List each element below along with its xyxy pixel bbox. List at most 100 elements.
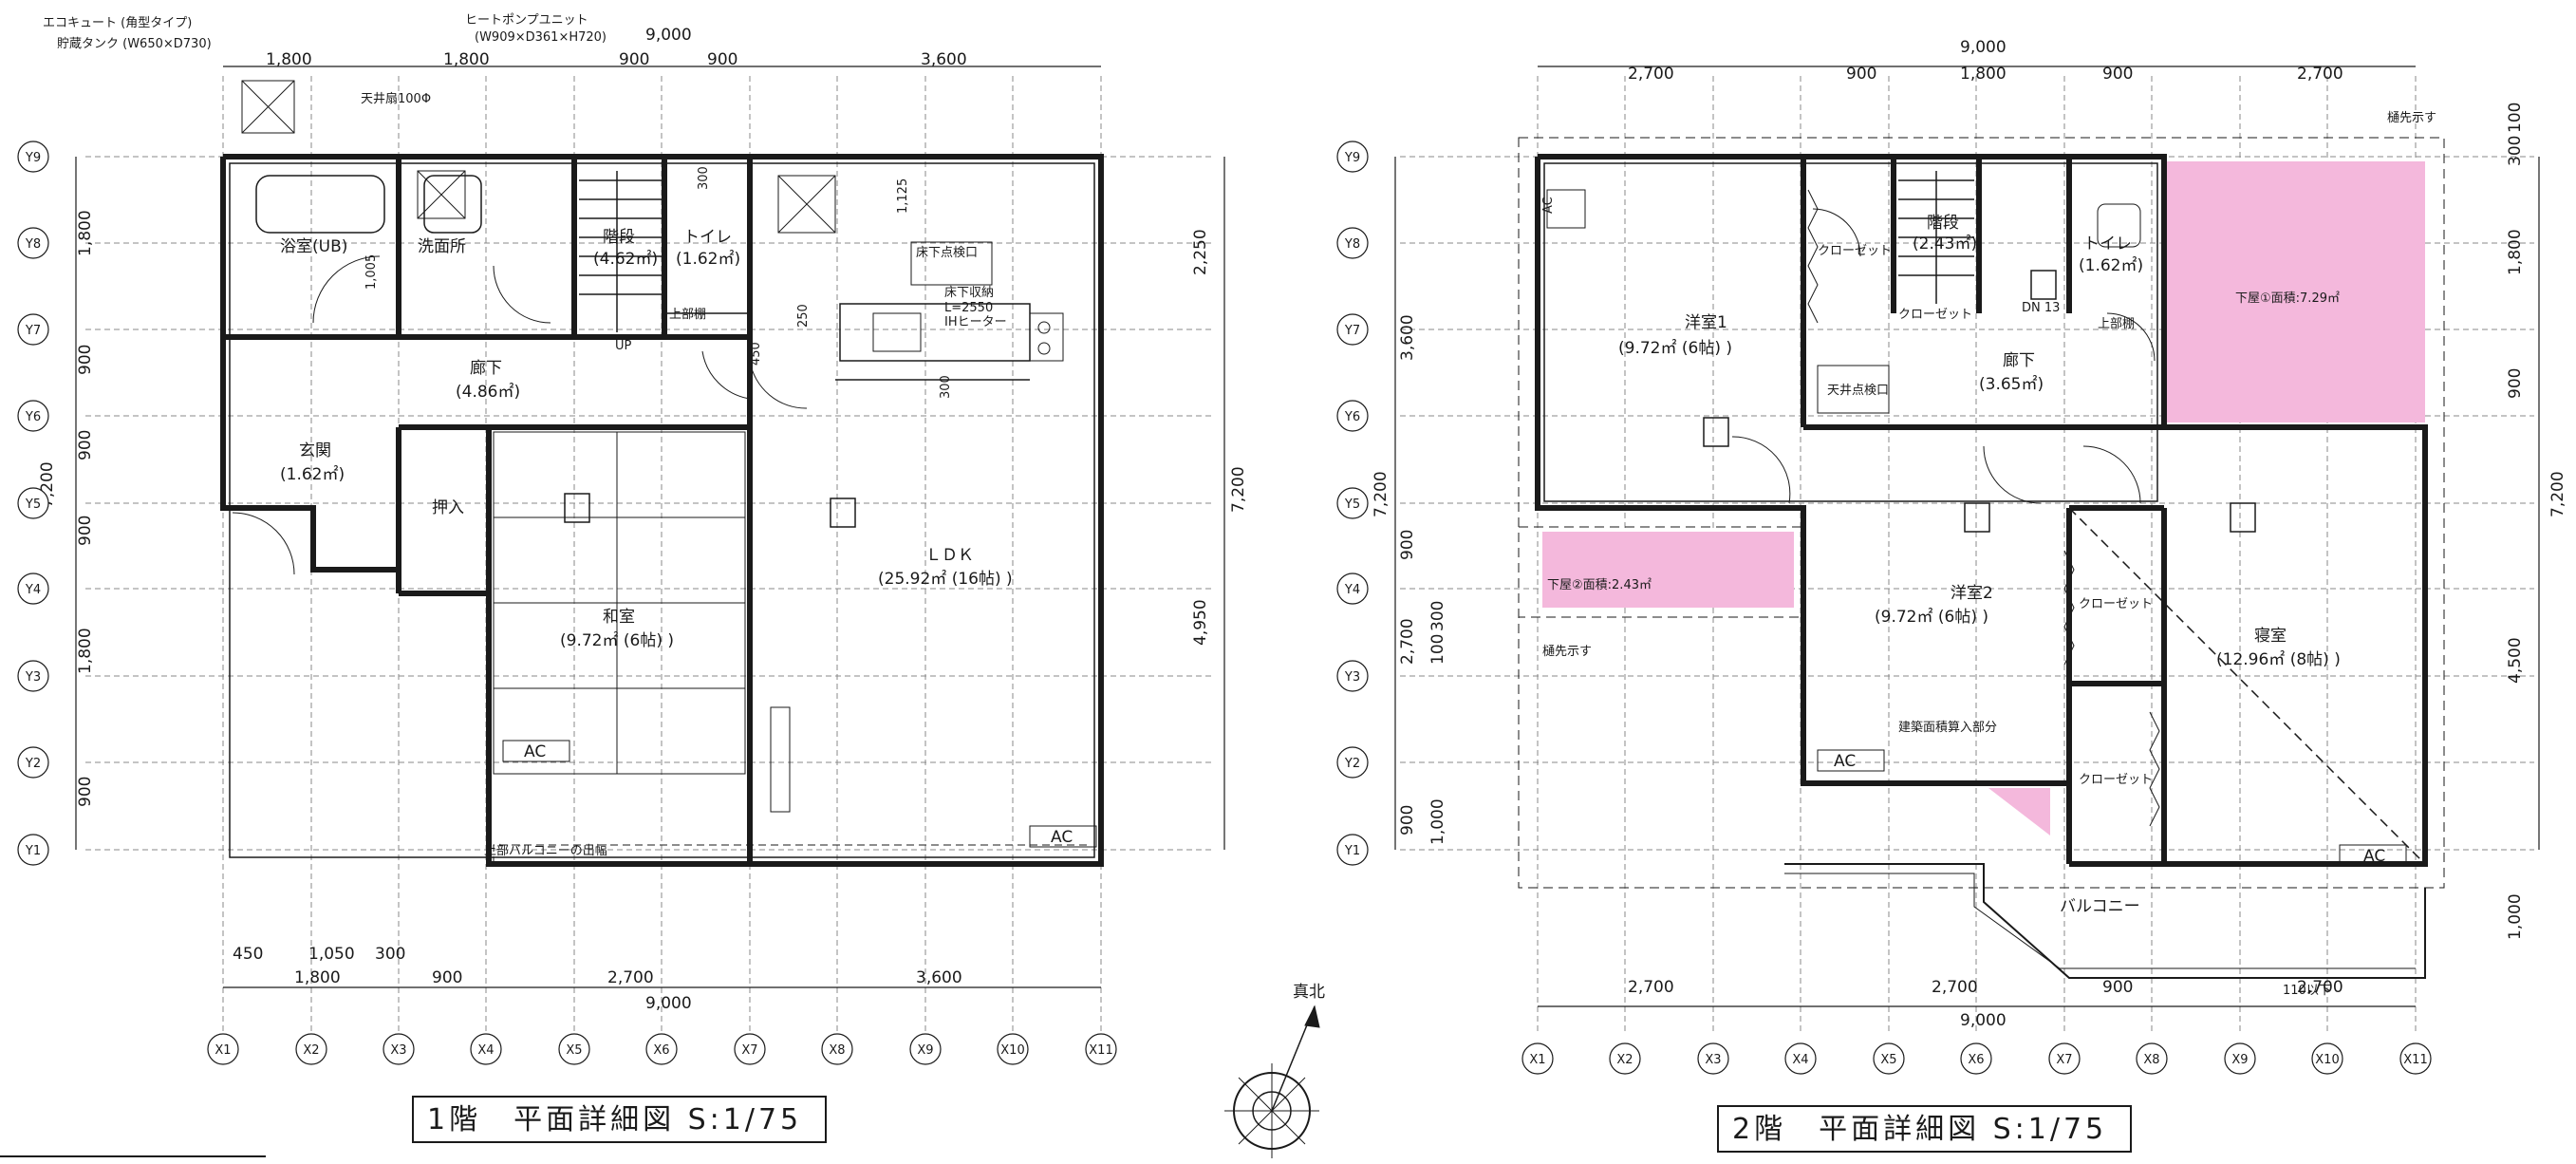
f2-dim-bottom: 900 xyxy=(2102,978,2133,997)
f1-x-axis-bubble xyxy=(295,1033,327,1065)
f2-dim-right: 100 xyxy=(2506,103,2525,133)
f1-ac-1: AC xyxy=(524,742,546,761)
f1-dim-bottom1: 450 xyxy=(233,945,263,964)
note-balcony-edge: 上部バルコニーの出幅 xyxy=(484,844,607,858)
f1-x-axis-label: X8 xyxy=(829,1043,845,1058)
f1-x-axis-bubble xyxy=(997,1033,1029,1065)
f1-x-axis-label: X6 xyxy=(653,1043,669,1058)
f2-note-upper-shelf: 上部棚 xyxy=(2098,317,2135,331)
note-heatpump-size: (W909×D361×H720) xyxy=(475,30,607,45)
f1-x-axis-bubble xyxy=(383,1033,415,1065)
f1-dim-bottom1: 1,050 xyxy=(308,945,355,964)
f1-room-ldk-area: (25.92㎡ (16帖) ) xyxy=(878,570,1013,589)
f2-x-axis-label: X4 xyxy=(1792,1053,1808,1067)
f1-num-250: 250 xyxy=(796,304,811,328)
f2-room-toilet: トイレ xyxy=(2083,235,2132,253)
f2-note-attic: 天井点検口 xyxy=(1827,384,1889,398)
f2-dim-left: 900 xyxy=(1398,805,1417,835)
f1-y-axis-label: Y6 xyxy=(25,410,41,424)
f2-room-closet1: クローゼット xyxy=(1818,244,1892,258)
f1-dim-top: 1,800 xyxy=(266,50,312,69)
f2-x-axis-label: X7 xyxy=(2056,1053,2072,1067)
f1-x-axis-bubble xyxy=(821,1033,853,1065)
f2-x-axis-bubble xyxy=(1784,1042,1817,1075)
f1-y-axis-bubble xyxy=(17,573,49,605)
f2-note-lower-roof-1: 下屋①面積:7.29㎡ xyxy=(2235,291,2340,306)
tatami-mats xyxy=(493,431,746,775)
f2-x-axis-bubble xyxy=(2224,1042,2256,1075)
f2-ac-3: AC xyxy=(1541,197,1556,214)
f1-y-axis-label: Y9 xyxy=(25,151,41,165)
note-ceiling-vent: 天井扇100Φ xyxy=(361,91,431,106)
f2-room-closet3: クローゼット xyxy=(2079,597,2153,611)
f2-y-axis-label: Y1 xyxy=(1344,844,1360,858)
f1-room-hall: 廊下 xyxy=(470,359,502,378)
f1-room-closet: 押入 xyxy=(432,498,464,517)
f2-room-hall-area: (3.65㎡) xyxy=(1979,375,2044,394)
f2-dim-top: 900 xyxy=(1846,65,1876,84)
floor2-walls xyxy=(1535,154,2428,867)
f2-dim-bottom-total: 9,000 xyxy=(1960,1011,2007,1030)
f2-x-axis-bubble xyxy=(1873,1042,1905,1075)
f2-dim-right: 1,000 xyxy=(2506,893,2525,940)
f2-room-stairs: 階段 xyxy=(1927,214,1959,233)
f2-dim-right: 1,800 xyxy=(2506,229,2525,275)
floor1-title: 1階 平面詳細図 S:1/75 xyxy=(427,1103,802,1136)
f1-x-axis-label: X11 xyxy=(1089,1043,1112,1058)
f1-room-ldk: ＬＤＫ xyxy=(925,546,974,565)
f1-dim-bottom2: 2,700 xyxy=(607,968,654,987)
f2-y-axis-bubble xyxy=(1336,400,1369,432)
f2-room-bedroom-area: (12.96㎡ (8帖) ) xyxy=(2216,650,2341,669)
floor2-doors xyxy=(1731,208,2156,504)
f1-y-axis-label: Y2 xyxy=(25,757,41,771)
f1-y-axis-label: Y5 xyxy=(25,498,41,512)
roof-outline xyxy=(1518,137,2445,889)
f2-y-axis-bubble xyxy=(1336,573,1369,605)
f1-x-axis-label: X2 xyxy=(303,1043,319,1058)
f1-dim-right-2: 4,950 xyxy=(1191,599,1210,646)
floor2-title-frame xyxy=(1717,1105,2132,1153)
f1-y-axis-label: Y8 xyxy=(25,237,41,252)
f2-y-axis-label: Y4 xyxy=(1344,583,1360,597)
f1-dim-top: 1,800 xyxy=(443,50,490,69)
f1-dim-top: 900 xyxy=(707,50,737,69)
f2-dim-right: 4,500 xyxy=(2506,637,2525,684)
f2-room-western1: 洋室1 xyxy=(1685,313,1727,332)
f1-dim-left: 900 xyxy=(76,777,95,807)
f2-x-axis-bubble xyxy=(1697,1042,1729,1075)
note-heatpump: ヒートポンプユニット xyxy=(465,13,588,28)
f2-x-axis-label: X10 xyxy=(2315,1053,2339,1067)
f1-x-axis-bubble xyxy=(207,1033,239,1065)
f2-y-axis-bubble xyxy=(1336,834,1369,866)
f1-y-axis-bubble xyxy=(17,746,49,779)
f2-dim-top: 1,800 xyxy=(1960,65,2007,84)
f2-x-axis-bubble xyxy=(2399,1042,2432,1075)
f2-dim-bottom: 2,700 xyxy=(1628,978,1674,997)
floor1-grid xyxy=(85,76,1215,1035)
note-floor-inspect: 床下点検口 xyxy=(916,246,978,260)
f1-x-axis-bubble xyxy=(470,1033,502,1065)
f1-dim-left: 900 xyxy=(76,345,95,375)
f2-room-hall: 廊下 xyxy=(2003,351,2035,370)
floor1-doors xyxy=(232,255,808,575)
floor2-plan xyxy=(1394,66,2540,1035)
f2-x-axis-label: X11 xyxy=(2403,1053,2427,1067)
f2-note-build-area: 建築面積算入部分 xyxy=(1898,721,1997,735)
f2-room-western1-area: (9.72㎡ (6帖) ) xyxy=(1618,339,1732,358)
f1-x-axis-label: X7 xyxy=(741,1043,757,1058)
f2-y-axis-label: Y3 xyxy=(1344,670,1360,685)
f1-x-axis-bubble xyxy=(1085,1033,1117,1065)
f1-dim-left: 900 xyxy=(76,430,95,460)
lower-roof-2 xyxy=(1542,532,1794,608)
f1-ac-2: AC xyxy=(1051,828,1073,847)
